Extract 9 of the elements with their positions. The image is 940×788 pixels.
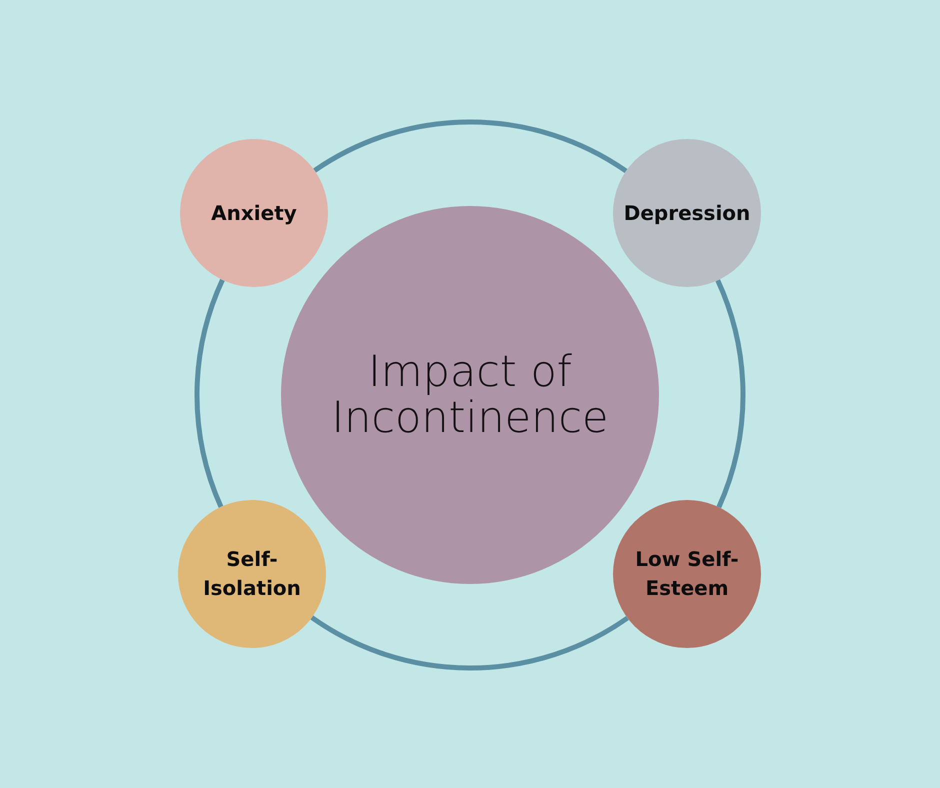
topic-label: Self-Isolation xyxy=(202,546,302,602)
topic-label: Low Self-Esteem xyxy=(634,546,740,602)
ring-arc xyxy=(313,120,628,174)
ring-arc xyxy=(715,279,746,508)
ring-arc xyxy=(194,279,225,508)
center-title: Impact of Incontinence xyxy=(330,348,610,442)
topic-label: Depression xyxy=(622,200,752,226)
ring-arc xyxy=(310,615,629,670)
topic-label: Anxiety xyxy=(210,200,298,226)
